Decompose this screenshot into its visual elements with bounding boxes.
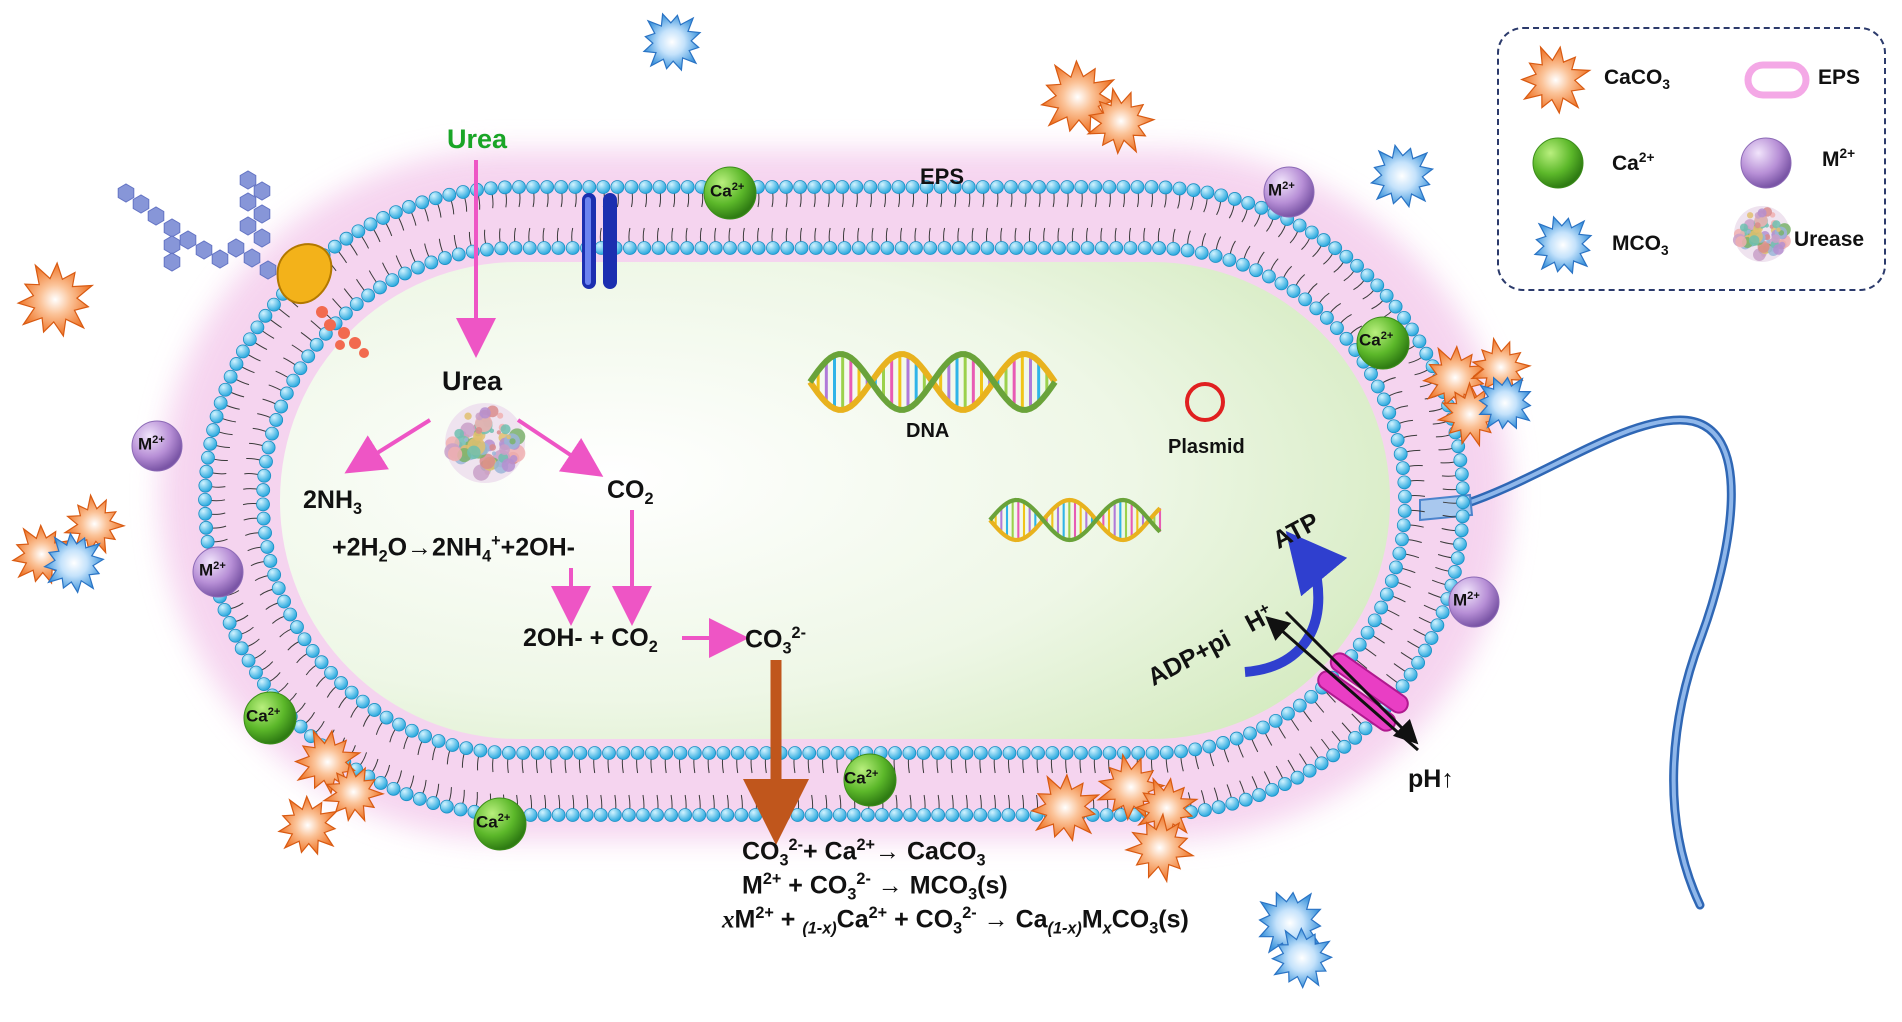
atp-arrow	[1244, 530, 1348, 677]
legend-m-label: M2+	[1822, 146, 1856, 171]
eps-label: EPS	[920, 164, 965, 189]
dna-icon	[807, 351, 1058, 413]
water-equation: +2H2O→2NH4++2OH-	[332, 532, 575, 566]
caco3-crystal-icon	[16, 261, 95, 338]
mco3-crystal-icon	[43, 532, 105, 594]
m-ion-label: M2+	[1268, 180, 1295, 200]
m-ion-label: M2+	[1453, 590, 1480, 610]
legend-icons	[1520, 45, 1810, 275]
legend-mco3-label: MCO3	[1612, 232, 1669, 259]
ph-label: pH↑	[1408, 765, 1454, 793]
ca-ion-label: Ca2+	[844, 768, 879, 788]
caco3-crystal-icon	[1086, 86, 1156, 156]
caco3-crystal-icon	[322, 761, 385, 823]
legend-eps-label: EPS	[1818, 66, 1861, 89]
mco3-crystal-icon	[1270, 926, 1334, 990]
transporter-icon	[276, 243, 369, 358]
mco3-crystal-icon	[1533, 215, 1593, 275]
caco3-crystal-icon	[277, 794, 339, 856]
ca-ion-label: Ca2+	[710, 181, 745, 201]
reaction-arrows	[344, 160, 749, 658]
m-ion-label: M2+	[138, 434, 165, 454]
eps-legend-icon	[1744, 61, 1810, 99]
urease-icon	[1732, 206, 1791, 262]
dna-icon	[988, 497, 1162, 543]
legend	[1497, 27, 1886, 291]
urease-icon	[444, 403, 526, 483]
membrane-heads-inner	[256, 241, 1412, 760]
caco3-crystal-icon	[1124, 812, 1195, 884]
ion-layer	[131, 166, 1500, 851]
plasmid-label: Plasmid	[1168, 436, 1245, 458]
hydroxide-equation: 2OH- + CO2	[523, 624, 658, 656]
mco3-crystal-icon	[642, 12, 702, 72]
urea-outer-label: Urea	[447, 124, 508, 154]
channel-icon	[582, 193, 617, 289]
caco3-crystal-icon	[1520, 45, 1592, 115]
urea-inner-label: Urea	[442, 366, 503, 396]
legend-ca-label: Ca2+	[1612, 150, 1655, 175]
carbonate-label: CO32-	[745, 624, 806, 658]
caco3-crystal-icon	[1096, 752, 1166, 822]
ca-ion-icon	[1532, 137, 1584, 189]
mco3-crystal-icon	[1369, 143, 1435, 209]
dna-label: DNA	[906, 420, 950, 442]
co2-top-label: CO2	[607, 476, 654, 508]
equation-calcite: CO32-+ Ca2+→ CaCO3	[742, 836, 986, 870]
cytoplasm	[280, 262, 1390, 739]
mco3-crystal-icon	[1478, 376, 1532, 430]
nh3-label: 2NH3	[303, 486, 363, 518]
equation-solid-solution: xM2+ + (1-x)Ca2+ + CO32- → Ca(1-x)MxCO3(…	[722, 904, 1189, 938]
caco3-crystal-icon	[1030, 773, 1101, 843]
m-ion-icon	[1740, 137, 1792, 189]
ca-ion-label: Ca2+	[476, 812, 511, 832]
ca-ion-label: Ca2+	[246, 706, 281, 726]
ca-ion-label: Ca2+	[1359, 330, 1394, 350]
crystal-layer	[11, 12, 1532, 990]
atp-synthase-icon	[1317, 652, 1409, 732]
m-ion-label: M2+	[199, 560, 226, 580]
polysaccharide-icon	[117, 170, 277, 280]
plasmid-icon	[1185, 382, 1225, 422]
equation-metal-carbonate: M2+ + CO32- → MCO3(s)	[742, 870, 1008, 904]
legend-caco3-label: CaCO3	[1604, 66, 1670, 93]
legend-urease-label: Urease	[1794, 228, 1865, 251]
